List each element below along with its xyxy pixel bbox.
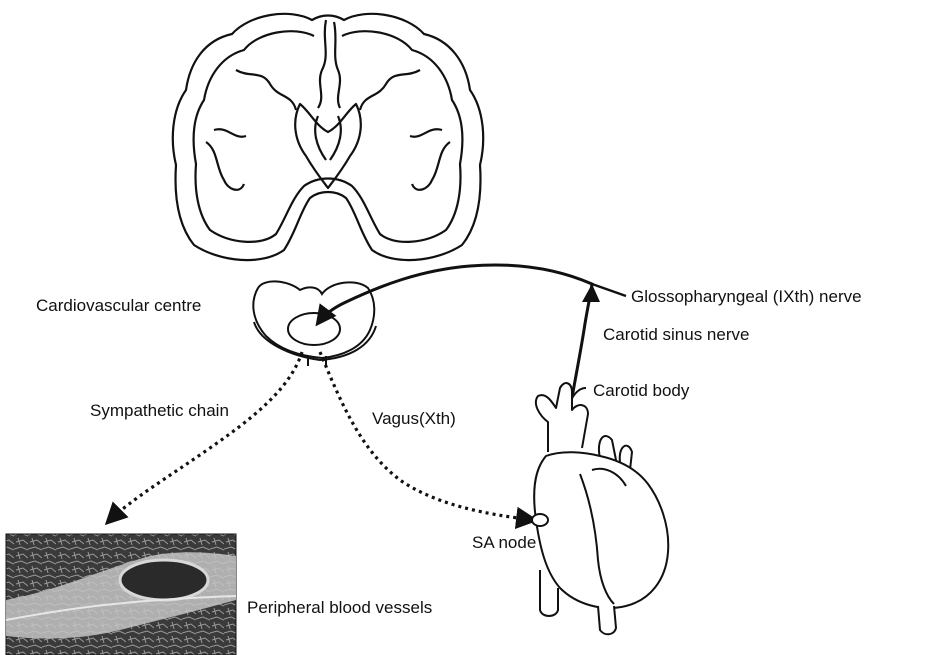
sympathetic-pathway-line	[108, 352, 302, 522]
sa-node-label: SA node	[472, 534, 536, 551]
vagus-pathway-line	[320, 352, 534, 520]
carotid-body-label: Carotid body	[593, 382, 689, 399]
peripheral-blood-vessels-label: Peripheral blood vessels	[247, 599, 432, 616]
vessel-photo-icon	[6, 534, 236, 655]
cardiovascular-centre-label: Cardiovascular centre	[36, 297, 201, 314]
medulla-icon	[253, 281, 376, 366]
glossopharyngeal-nerve-line	[592, 284, 626, 296]
heart-icon	[532, 383, 668, 634]
afferent-pathway-line	[318, 265, 592, 398]
vagus-nerve-label: Vagus(Xth)	[372, 410, 456, 427]
glossopharyngeal-nerve-label: Glossopharyngeal (IXth) nerve	[631, 288, 862, 305]
brain-icon	[173, 14, 483, 260]
sympathetic-chain-label: Sympathetic chain	[90, 402, 229, 419]
carotid-sinus-nerve-label: Carotid sinus nerve	[603, 326, 749, 343]
